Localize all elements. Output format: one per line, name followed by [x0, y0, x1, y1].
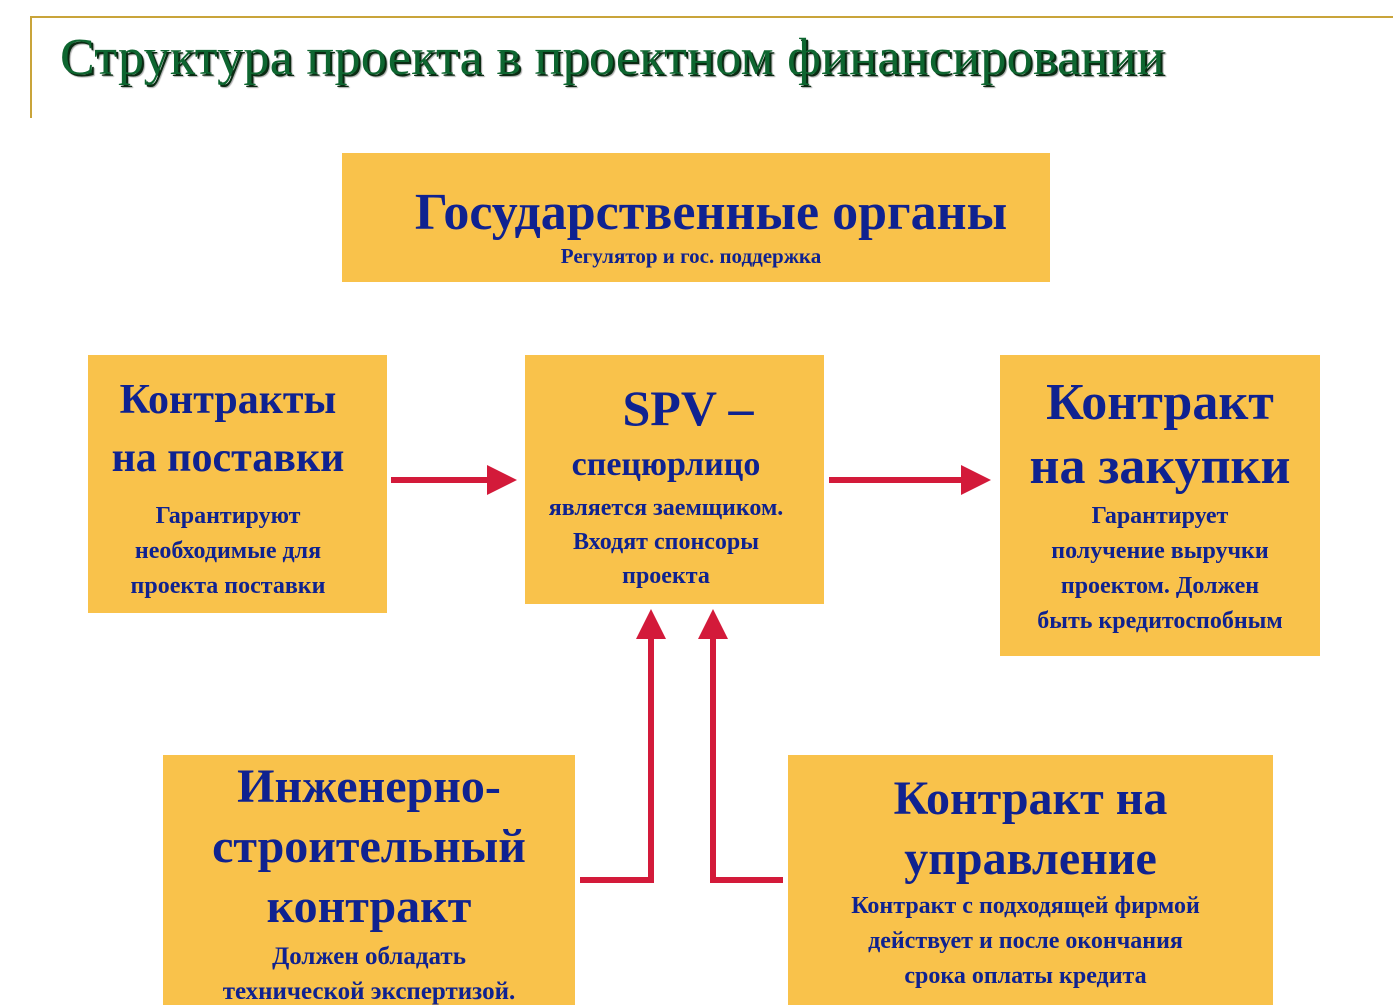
node-purchase-title-line1: Контракт	[1046, 374, 1274, 431]
node-management-title-line2: управление	[904, 832, 1157, 885]
node-engineering-title-line1: Инженерно-	[237, 760, 501, 813]
edge-management-to-spv	[698, 609, 783, 883]
node-engineering-desc-line2: технической экспертизой.	[222, 978, 516, 1005]
node-engineering-title-line3: контракт	[266, 880, 472, 933]
node-spv-desc-line1: является заемщиком.	[548, 495, 784, 521]
node-government: Государственные органы Регулятор и гос. …	[342, 153, 1050, 282]
node-management-desc-line1: Контракт с подходящей фирмой	[851, 893, 1200, 919]
node-spv-title-line1: SPV –	[622, 380, 754, 436]
title-frame-top	[30, 16, 1393, 18]
node-engineering-desc-line1: Должен обладать	[272, 943, 466, 970]
node-spv-desc-line3: проекта	[622, 563, 710, 589]
node-management-contract: Контракт на управление Контракт с подход…	[788, 755, 1273, 1005]
node-spv-description: является заемщиком. Входят спонсоры прое…	[525, 491, 821, 593]
node-government-subtitle: Регулятор и гос. поддержка	[560, 244, 822, 268]
node-management-desc-line2: действует и после окончания	[868, 928, 1183, 954]
node-purchase-desc-line3: проектом. Должен	[1060, 573, 1260, 599]
node-supply-desc-line2: необходимые для	[134, 538, 322, 564]
node-purchase-title-line2: на закупки	[1029, 438, 1291, 495]
node-supply-title-line2: на поставки	[111, 435, 345, 481]
node-supply-desc-line3: проекта поставки	[130, 573, 326, 599]
node-engineering-description: Должен обладать технической экспертизой.	[163, 939, 575, 1005]
node-government-title: Государственные органы	[414, 184, 1008, 241]
edge-engineering-to-spv	[580, 609, 666, 883]
node-supply-title-line1: Контракты	[119, 377, 337, 423]
node-engineering-title-line2: строительный	[212, 820, 526, 873]
node-spv: SPV – спецюрлицо является заемщиком. Вхо…	[525, 355, 824, 604]
node-management-description: Контракт с подходящей фирмой действует и…	[788, 889, 1273, 994]
node-supply-description: Гарантируют необходимые для проекта пост…	[88, 499, 368, 604]
node-purchase-desc-line4: быть кредитоспобным	[1037, 608, 1283, 634]
node-purchase-desc-line2: получение выручки	[1051, 538, 1269, 564]
slide-title: Структура проекта в проектном финансиров…	[60, 29, 1165, 86]
node-purchase-description: Гарантирует получение выручки проектом. …	[1000, 499, 1320, 639]
node-supply-contracts: Контракты на поставки Гарантируют необхо…	[88, 355, 387, 613]
node-spv-title-line2: спецюрлицо	[571, 446, 761, 483]
node-purchase-desc-line1: Гарантирует	[1091, 503, 1229, 529]
node-management-title-line1: Контракт на	[893, 772, 1168, 825]
node-management-desc-line3: срока оплаты кредита	[904, 963, 1147, 989]
title-frame-left	[30, 16, 32, 118]
node-supply-desc-line1: Гарантируют	[155, 503, 301, 529]
node-engineering-contract: Инженерно- строительный контракт Должен …	[163, 755, 575, 1005]
node-spv-desc-line2: Входят спонсоры	[572, 529, 760, 555]
node-purchase-contract: Контракт на закупки Гарантирует получени…	[1000, 355, 1320, 656]
